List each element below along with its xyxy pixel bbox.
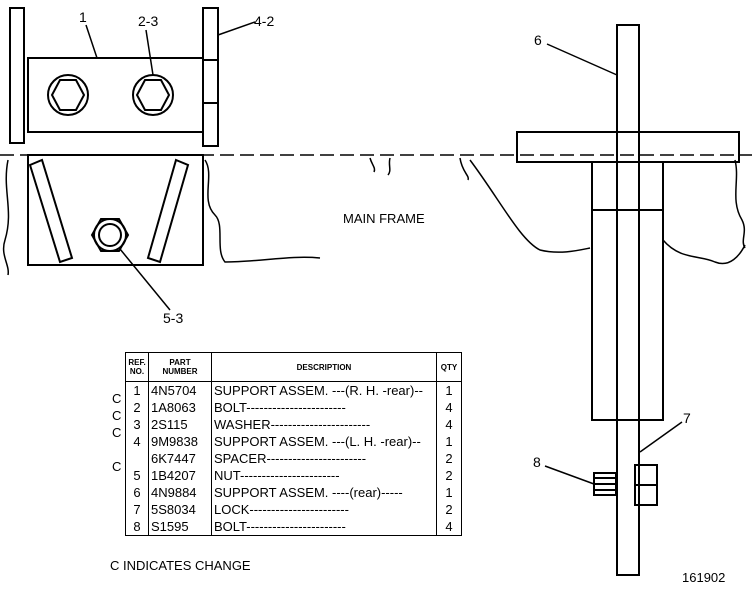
qty-cell: 1: [436, 381, 462, 399]
ref-cell: 1: [125, 381, 149, 399]
header-description: DESCRIPTION: [211, 352, 437, 382]
qty-cell: 1: [436, 484, 462, 501]
break-line-center: [204, 159, 321, 263]
ref-cell: 5: [125, 467, 149, 484]
header-part: PART NUMBER: [148, 352, 212, 382]
change-flag: C: [112, 459, 122, 474]
change-flag: C: [112, 391, 122, 406]
change-flag: C: [112, 425, 122, 440]
bolt-head-left: [50, 79, 86, 111]
table-row: 6 4N9884 SUPPORT ASSEM. ----(rear)----- …: [125, 484, 462, 501]
part-cell: 2S115: [148, 416, 212, 433]
lower-block: [27, 154, 204, 266]
support-bracket-block: [27, 57, 204, 133]
table-row: 6K7447 SPACER----------------------- 2: [125, 450, 462, 467]
lock-housing: [591, 161, 664, 421]
parts-table: REF. NO. PART NUMBER DESCRIPTION QTY 1 4…: [125, 352, 462, 536]
slanted-plate-left: [28, 158, 74, 264]
desc-cell: NUT-----------------------: [211, 467, 437, 484]
main-frame-label: MAIN FRAME: [343, 211, 425, 226]
callout-2-3: 2-3: [138, 13, 159, 29]
change-flag: C: [112, 408, 122, 423]
ref-cell: 4: [125, 433, 149, 450]
ref-cell: 8: [125, 518, 149, 536]
table-row: 2 1A8063 BOLT----------------------- 4: [125, 399, 462, 416]
mounting-plate: [516, 131, 740, 163]
ref-cell: 7: [125, 501, 149, 518]
desc-cell: LOCK-----------------------: [211, 501, 437, 518]
drawing-number: 161902: [682, 570, 726, 585]
ref-cell: 2: [125, 399, 149, 416]
table-row: 8 S1595 BOLT----------------------- 4: [125, 518, 462, 536]
qty-cell: 4: [436, 399, 462, 416]
desc-cell: SUPPORT ASSEM. ---(R. H. -rear)--: [211, 381, 437, 399]
qty-cell: 2: [436, 467, 462, 484]
ref-cell: [125, 450, 149, 467]
change-note: C INDICATES CHANGE: [110, 558, 251, 573]
break-line-left: [2, 159, 10, 276]
break-line-right: [662, 239, 746, 265]
ref-cell: 3: [125, 416, 149, 433]
table-row: 1 4N5704 SUPPORT ASSEM. ---(R. H. -rear)…: [125, 381, 462, 399]
part-cell: 6K7447: [148, 450, 212, 467]
qty-cell: 2: [436, 450, 462, 467]
desc-cell: SUPPORT ASSEM. ---(L. H. -rear)--: [211, 433, 437, 450]
desc-cell: SPACER-----------------------: [211, 450, 437, 467]
header-qty: QTY: [436, 352, 462, 382]
part-cell: 4N9884: [148, 484, 212, 501]
part-cell: 5S8034: [148, 501, 212, 518]
support-bar: [616, 24, 640, 576]
part-cell: 4N5704: [148, 381, 212, 399]
desc-cell: BOLT-----------------------: [211, 518, 437, 536]
part-cell: 1A8063: [148, 399, 212, 416]
spacer-plate: [202, 7, 219, 147]
callout-6: 6: [534, 32, 542, 48]
ref-cell: 6: [125, 484, 149, 501]
qty-cell: 2: [436, 501, 462, 518]
callout-8: 8: [533, 454, 541, 470]
qty-cell: 1: [436, 433, 462, 450]
header-ref: REF. NO.: [125, 352, 149, 382]
callout-1: 1: [79, 9, 87, 25]
qty-cell: 4: [436, 416, 462, 433]
desc-cell: SUPPORT ASSEM. ----(rear)-----: [211, 484, 437, 501]
bolt-head-right: [135, 79, 171, 111]
desc-cell: BOLT-----------------------: [211, 399, 437, 416]
slanted-plate-right: [146, 158, 190, 264]
part-cell: 9M9838: [148, 433, 212, 450]
desc-cell: WASHER-----------------------: [211, 416, 437, 433]
table-row: 3 2S115 WASHER----------------------- 4: [125, 416, 462, 433]
part-cell: 1B4207: [148, 467, 212, 484]
table-row: 7 5S8034 LOCK----------------------- 2: [125, 501, 462, 518]
qty-cell: 4: [436, 518, 462, 536]
part-cell: S1595: [148, 518, 212, 536]
table-row: 4 9M9838 SUPPORT ASSEM. ---(L. H. -rear)…: [125, 433, 462, 450]
left-side-plate: [9, 7, 25, 144]
callout-7: 7: [683, 410, 691, 426]
callout-5-3: 5-3: [163, 310, 184, 326]
nut: [90, 218, 130, 252]
callout-4-2: 4-2: [254, 13, 275, 29]
table-row: 5 1B4207 NUT----------------------- 2: [125, 467, 462, 484]
